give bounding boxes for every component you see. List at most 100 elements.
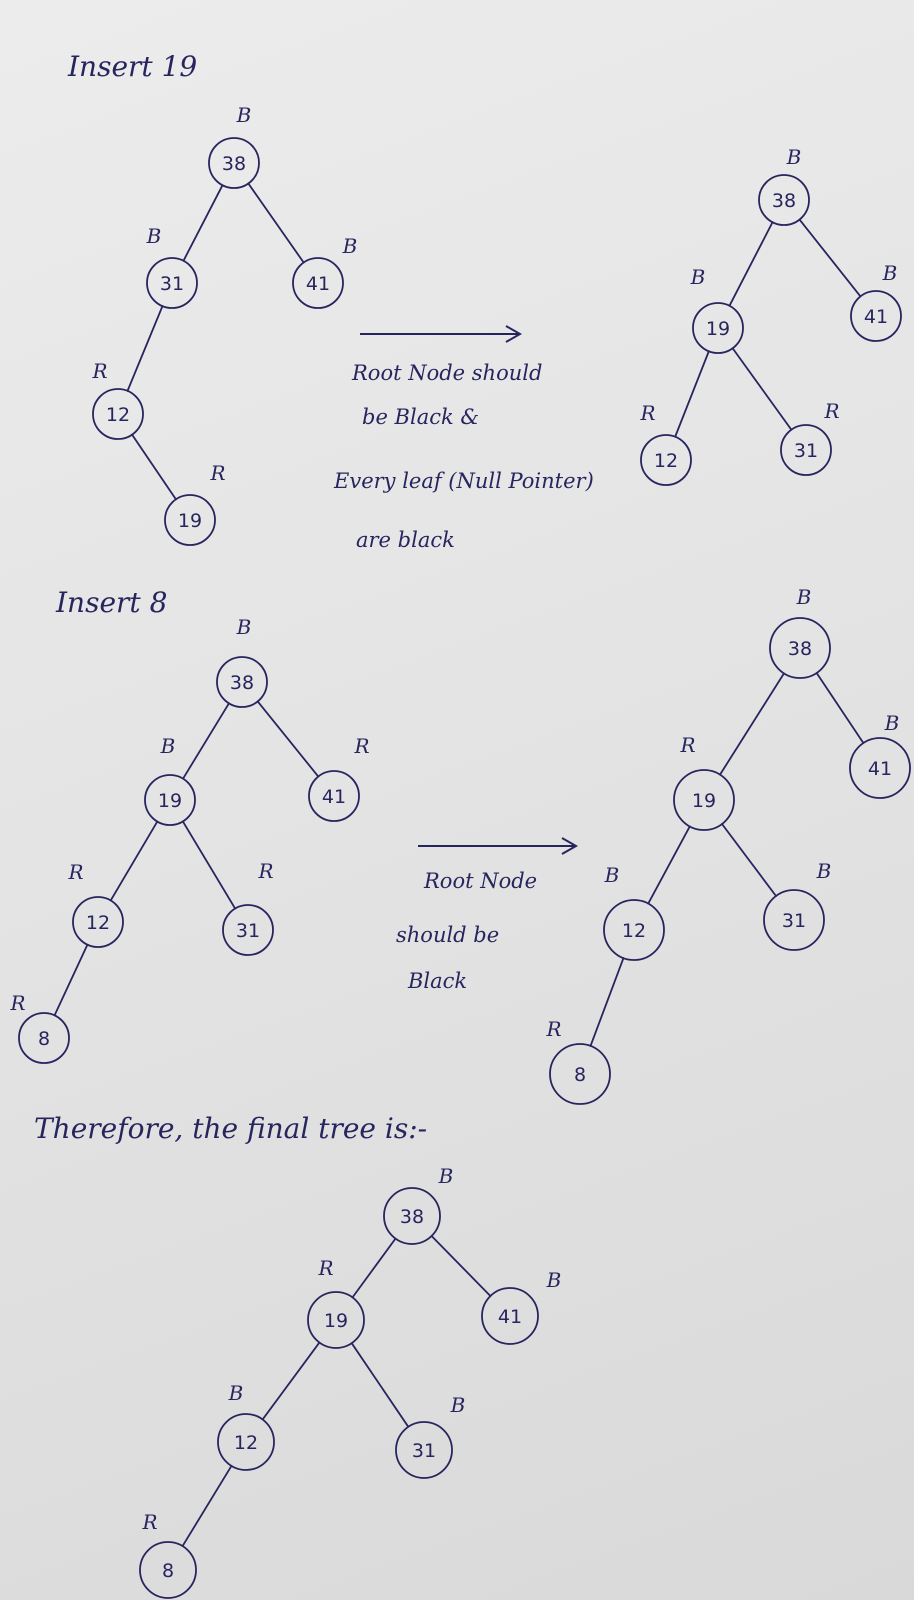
node-color-label: B [160,734,176,758]
node-color-label: B [882,261,898,285]
note-line: should be [396,923,499,947]
node-circle [849,737,911,799]
node-value: 41 [306,273,330,295]
node-value: 12 [106,404,130,426]
node-color-label: B [690,265,706,289]
node-value: 19 [692,790,716,812]
node-circle [549,1043,611,1105]
node-color-label: R [141,1510,157,1534]
tree-edge [181,1465,233,1547]
note-line: are black [356,528,455,552]
node-color-label: B [884,711,900,735]
tree-edge [182,702,230,780]
node-color-label: B [796,585,812,609]
node-value: 8 [162,1560,174,1582]
node-color-label: B [450,1393,466,1417]
note-line: Root Node [423,869,537,893]
tree-node: 31 R [222,859,274,956]
arrow-right-icon [418,837,579,855]
node-value: 38 [230,672,254,694]
tree-edge [815,672,865,744]
node-color-label: B [342,234,358,258]
note-step-1: Root Node should be Black & Every leaf (… [333,361,594,552]
node-circle [640,434,692,486]
tree-node: 19 B [144,734,196,826]
tree-edge [109,820,159,902]
node-color-label: R [545,1017,561,1041]
tree-edge [182,184,224,262]
tree-edge [589,957,625,1047]
node-circle [146,257,198,309]
node-color-label: R [317,1256,333,1280]
tree-edge [261,1341,321,1421]
heading-final-tree: Therefore, the final tree is:- [34,1112,427,1145]
node-circle [395,1421,453,1479]
node-color-label: B [236,615,252,639]
node-value: 31 [412,1440,436,1462]
tree-node: 41R [308,734,370,822]
tree-edge [719,672,785,776]
arrow-right-icon [360,325,523,343]
node-color-label: R [353,734,369,758]
node-color-label: B [546,1268,562,1292]
tree-node: 31R [780,399,840,476]
node-circle [139,1541,197,1599]
node-circle [292,257,344,309]
tree-node: 19R [307,1256,365,1349]
tree-node: 8R [545,1017,611,1105]
tree-node: 12 R [67,860,124,948]
node-value: 12 [234,1432,258,1454]
node-value: 19 [706,318,730,340]
tree-node: 8R [9,991,70,1064]
node-circle [769,617,831,679]
node-circle [217,1413,275,1471]
tree-edge [721,823,777,897]
node-circle [216,656,268,708]
tree-edge [351,1237,397,1299]
node-value: 38 [222,153,246,175]
node-value: 12 [86,912,110,934]
node-circle [383,1187,441,1245]
node-value: 8 [574,1064,586,1086]
tree-edge [53,943,89,1017]
node-value: 31 [236,920,260,942]
node-color-label: R [639,401,655,425]
node-circle [673,769,735,831]
note-line: be Black & [362,405,479,429]
node-color-label: R [823,399,839,423]
node-color-label: B [604,863,620,887]
note-line: Black [407,969,467,993]
node-value: 38 [772,190,796,212]
node-color-label: R [9,991,25,1015]
node-value: 19 [178,510,202,532]
node-value: 19 [158,790,182,812]
tree-node: 38B [208,103,260,189]
tree-node: 12R [639,401,692,486]
node-circle [92,388,144,440]
node-color-label: R [257,859,273,883]
tree-node: 31B [146,224,198,309]
note-step-2: Root Node should be Black [396,869,537,993]
node-value: 41 [868,758,892,780]
trees-layer: 38B31B41B12R19R38B19B41B12R31R38B19B41R1… [9,103,911,1599]
note-line: Root Node should [351,361,542,385]
tree-edge [647,825,691,905]
node-value: 38 [788,638,812,660]
heading-insert-8: Insert 8 [55,586,167,619]
tree-edge [674,350,710,438]
node-color-label: R [679,733,695,757]
tree-node: 41 B [292,234,358,309]
node-value: 8 [38,1028,50,1050]
node-color-label: R [67,860,83,884]
tree-edge [126,305,164,392]
note-line: Every leaf (Null Pointer) [333,469,594,493]
tree-node: 12B [217,1381,275,1471]
tree-node: 41B [481,1268,562,1345]
node-circle [164,494,216,546]
node-circle [308,770,360,822]
